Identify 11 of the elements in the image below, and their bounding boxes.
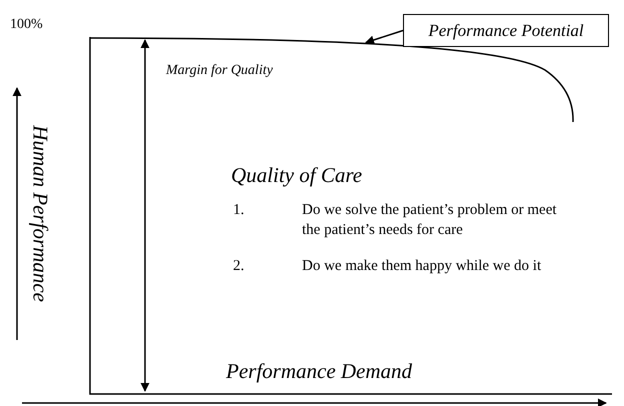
list-item: Do we solve the patient’s problem or meet the patient’s needs for care — [302, 201, 558, 240]
axis-max-label: 100% — [10, 16, 43, 34]
list-number: 1. — [233, 201, 244, 220]
list-item: Do we make them happy while we do it — [302, 257, 542, 276]
leader-line — [365, 30, 404, 44]
section-heading: Quality of Care — [231, 162, 362, 189]
label-box: Performance Potential — [403, 14, 609, 47]
axis-title: Human Performance — [28, 124, 54, 304]
dimension-label: Margin for Quality — [166, 62, 273, 80]
list-number: 2. — [233, 257, 244, 276]
axis-title: Performance Demand — [226, 358, 412, 385]
